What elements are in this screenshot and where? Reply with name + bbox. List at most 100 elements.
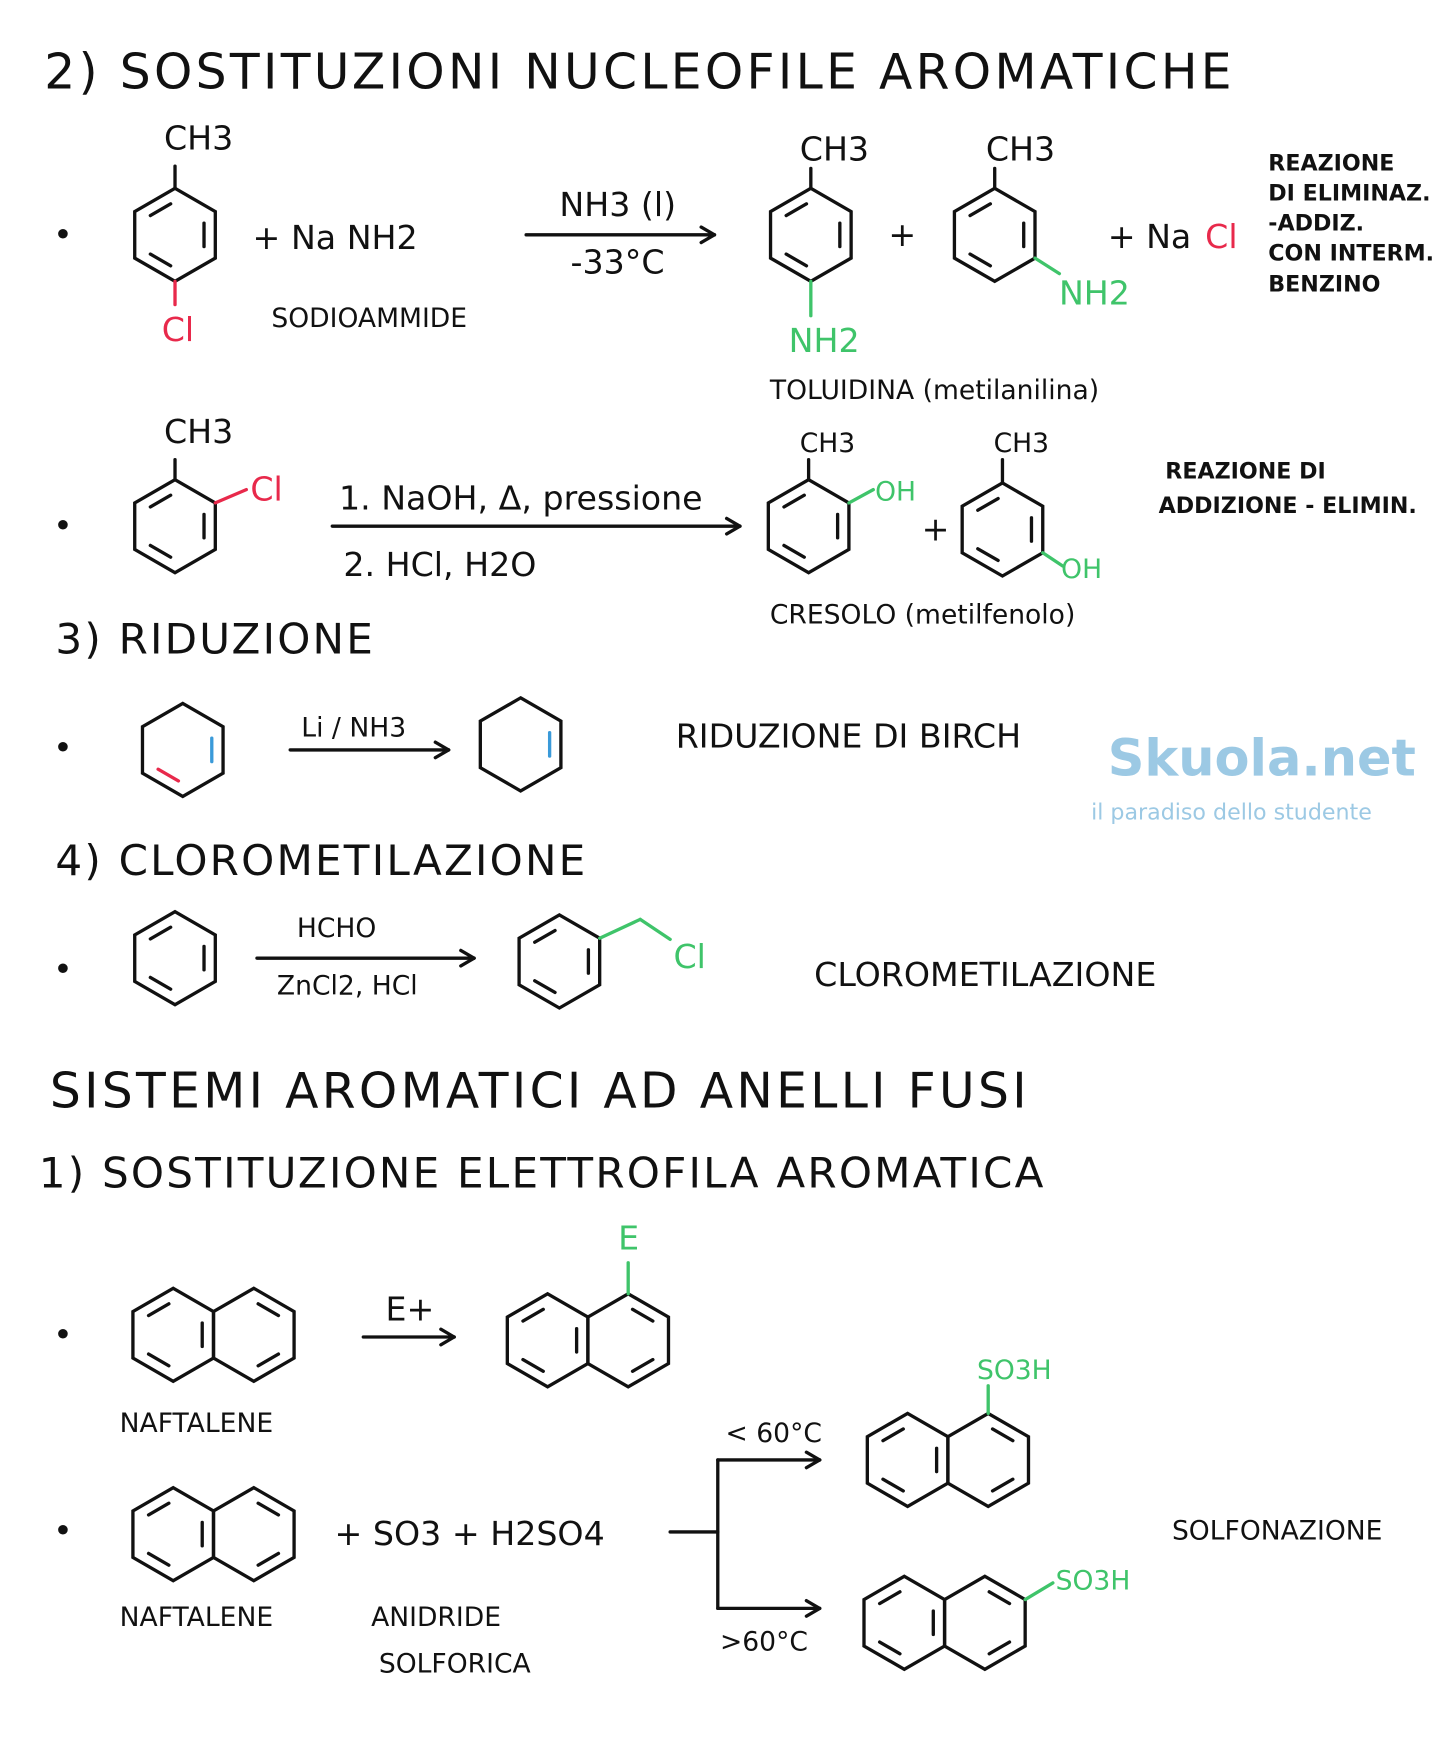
svg-text:-ADDIZ.: -ADDIZ. (1268, 210, 1364, 236)
condition-label: HCHO (297, 913, 376, 944)
svg-text:BENZINO: BENZINO (1268, 271, 1380, 297)
note-line: ADDIZIONE - ELIMIN. (1159, 493, 1417, 519)
arrow-head (459, 956, 476, 968)
section-title: 3) RIDUZIONE (55, 615, 375, 664)
group-label: SO3H (1056, 1566, 1131, 1597)
reaction-name: SOLFONAZIONE (1172, 1516, 1383, 1547)
condition-label: NH3 (l) (559, 185, 676, 224)
double-bond (877, 1640, 902, 1656)
double-bond (256, 1352, 281, 1368)
bullet: • (53, 1511, 73, 1550)
arrow-head (724, 516, 742, 528)
reactant-name: NAFTALENE (120, 1602, 274, 1633)
watermark-tagline: il paradiso dello studente (1091, 800, 1372, 826)
naphthalene-ring (942, 1574, 1027, 1672)
double-bond (256, 1302, 281, 1318)
substituent-label: CH3 (994, 428, 1049, 459)
reagent-name: ANIDRIDE (371, 1602, 501, 1633)
watermark: Skuola.net il paradiso dello studente (1091, 729, 1416, 825)
condition-label: >60°C (720, 1626, 808, 1657)
naphthalene-ring (946, 1411, 1031, 1509)
condition-label: 2. HCl, H2O (343, 545, 536, 584)
benzene-ring (952, 186, 1037, 284)
double-bond (782, 493, 806, 509)
reactant-name: NAFTALENE (120, 1408, 274, 1439)
note-line: REAZIONE DI (1165, 459, 1325, 485)
c-o-bond (1041, 551, 1065, 568)
double-bond (146, 1501, 171, 1517)
double-bond (881, 1477, 905, 1493)
bullet: • (53, 506, 73, 545)
double-bond (990, 1477, 1015, 1493)
double-bond (148, 975, 173, 991)
c-s-bond (1023, 1581, 1055, 1602)
condition-label: ZnCl2, HCl (277, 971, 418, 1002)
double-bond (976, 496, 1000, 512)
halogen-label: Cl (162, 310, 194, 349)
reagent-label: + SO3 + H2SO4 (335, 1514, 605, 1553)
section-title: 4) CLOROMETILAZIONE (55, 836, 587, 885)
double-bond (156, 767, 181, 783)
substituent-label: CH3 (800, 428, 855, 459)
watermark-brand: Skuola.net (1108, 729, 1416, 788)
double-bond (987, 1640, 1012, 1656)
bullet: • (53, 215, 73, 254)
double-bond (968, 252, 993, 268)
arrow-head (433, 740, 451, 752)
reaction-name: RIDUZIONE DI BIRCH (676, 717, 1021, 756)
double-bond (521, 1307, 545, 1323)
note-benzyne: REAZIONE DI ELIMINAZ. -ADDIZ. CON INTERM… (1268, 151, 1434, 298)
arrow-head (439, 1335, 456, 1347)
cyclohexadiene-ring (478, 695, 563, 793)
double-bond (881, 1427, 905, 1443)
substituent-label: CH3 (164, 119, 233, 158)
double-bond (521, 1357, 545, 1373)
svg-text:REAZIONE: REAZIONE (1268, 151, 1394, 177)
double-bond (148, 543, 173, 559)
section-title: SISTEMI AROMATICI AD ANELLI FUSI (50, 1064, 1030, 1120)
double-bond (630, 1357, 655, 1373)
double-bond (987, 1590, 1012, 1606)
naphthalene-ring (211, 1286, 296, 1384)
group-label: OH (875, 477, 916, 508)
benzene-ring (140, 701, 225, 799)
double-bond (976, 547, 1000, 563)
double-bond (784, 202, 809, 218)
reagent-label: + Na NH2 (253, 218, 418, 257)
double-bond (877, 1590, 902, 1606)
group-label: Cl (673, 937, 705, 976)
double-bond (148, 925, 173, 941)
plus-sign: + (922, 510, 950, 549)
bullet: • (53, 1315, 73, 1354)
arrow-head (724, 524, 742, 536)
naphthalene-ring (586, 1291, 671, 1389)
double-bond (784, 252, 809, 268)
arrow-head (804, 1458, 822, 1470)
double-bond (146, 1302, 171, 1318)
bullet: • (53, 949, 73, 988)
svg-text:CON INTERM.: CON INTERM. (1268, 240, 1434, 266)
ch2-bond (598, 917, 642, 940)
arrow-head (439, 1327, 456, 1339)
substituent-label: CH3 (986, 130, 1055, 169)
double-bond (990, 1427, 1015, 1443)
c-n-bond (1033, 256, 1062, 276)
reagent-label: Li / NH3 (301, 713, 406, 744)
group-label: NH2 (1059, 274, 1130, 313)
double-bond (148, 202, 173, 218)
plus-sign: + (888, 215, 916, 254)
arrow-head (699, 225, 717, 237)
svg-text:DI ELIMINAZ.: DI ELIMINAZ. (1268, 181, 1430, 207)
group-label: NH2 (789, 321, 860, 360)
condition-label: 1. NaOH, Δ, pressione (339, 479, 703, 518)
double-bond (148, 493, 173, 509)
arrow-head (433, 748, 451, 760)
substituent-label: CH3 (800, 130, 869, 169)
double-bond (148, 252, 173, 268)
benzene-ring (133, 909, 217, 1007)
arrow-head (804, 1450, 822, 1462)
group-label: E (618, 1218, 639, 1257)
reaction-name: CLOROMETILAZIONE (814, 955, 1156, 994)
